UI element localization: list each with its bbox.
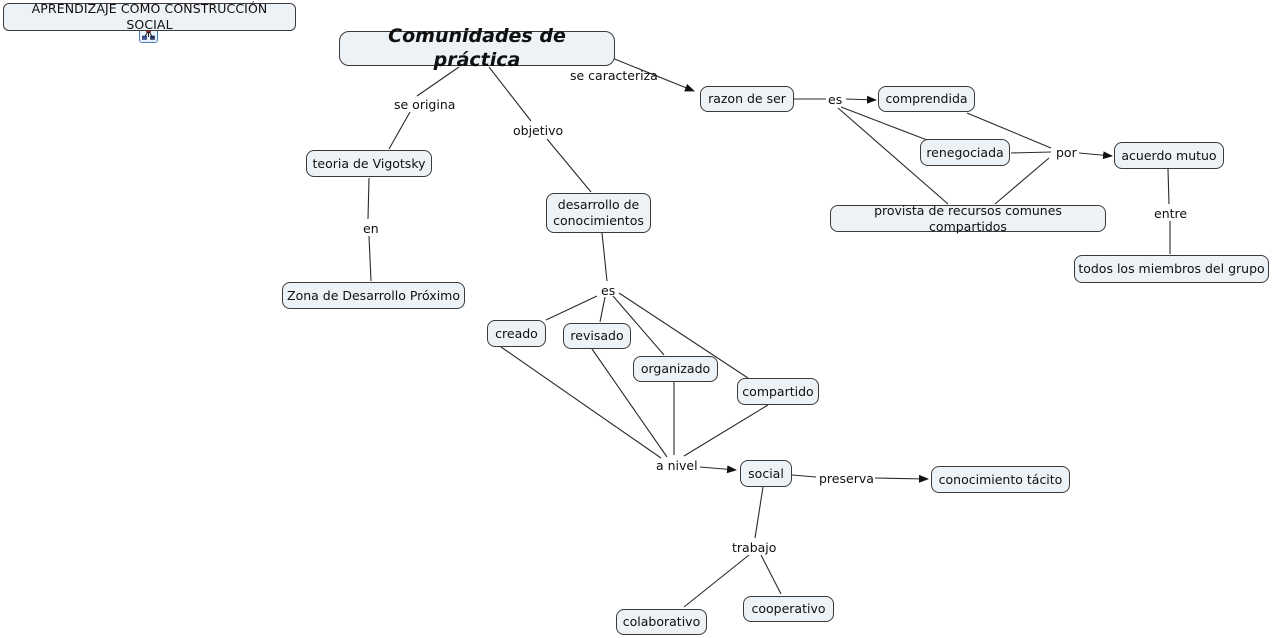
edge-arrow — [874, 474, 929, 483]
concept-creado[interactable]: creado — [487, 320, 546, 347]
edge-arrow — [845, 95, 877, 104]
edge-line — [754, 486, 764, 539]
concept-todos-miembros[interactable]: todos los miembros del grupo — [1074, 255, 1269, 283]
edge-line — [367, 177, 370, 220]
concept-colaborativo[interactable]: colaborativo — [616, 609, 707, 635]
concept-teoria-vigotsky[interactable]: teoria de Vigotsky — [306, 150, 432, 177]
edge-line — [488, 66, 532, 122]
edge-line — [368, 235, 372, 282]
concept-conocimiento-tacito[interactable]: conocimiento tácito — [931, 466, 1070, 493]
concept-social[interactable]: social — [740, 460, 792, 487]
concept-comprendida[interactable]: comprendida — [878, 86, 975, 112]
edge-line — [599, 296, 606, 323]
edge-line — [837, 107, 949, 205]
link-es-center[interactable]: es — [601, 283, 616, 298]
link-se-origina[interactable]: se origina — [394, 97, 456, 112]
edge-line — [388, 111, 411, 150]
concept-aprendizaje[interactable]: APRENDIZAJE COMO CONSTRUCCIÓN SOCIAL — [3, 1, 296, 32]
edge-line — [791, 474, 817, 478]
edge-line — [994, 157, 1050, 205]
link-trabajo[interactable]: trabajo — [732, 540, 777, 555]
concept-acuerdo-mutuo[interactable]: acuerdo mutuo — [1114, 142, 1224, 169]
edge-line — [1010, 151, 1052, 154]
edge-line — [416, 66, 460, 97]
concept-organizado[interactable]: organizado — [633, 356, 718, 382]
link-es-right[interactable]: es — [828, 92, 843, 107]
concept-revisado[interactable]: revisado — [563, 323, 631, 349]
link-entre[interactable]: entre — [1154, 206, 1188, 221]
edge-arrow — [699, 465, 737, 474]
edge-line — [545, 295, 598, 321]
link-preserva[interactable]: preserva — [819, 471, 874, 486]
link-en[interactable]: en — [363, 221, 379, 236]
concept-comunidades[interactable]: Comunidades de práctica — [339, 25, 615, 71]
link-se-caracteriza[interactable]: se caracteriza — [570, 68, 658, 83]
edge-line — [966, 112, 1052, 149]
edge-line — [500, 346, 662, 459]
edge-arrow — [611, 57, 695, 92]
concept-zona-desarrollo[interactable]: Zona de Desarrollo Próximo — [282, 282, 465, 309]
concept-razon-de-ser[interactable]: razon de ser — [700, 86, 794, 112]
edge-line — [683, 554, 750, 608]
concept-desarrollo-conocimientos[interactable]: desarrollo de conocimientos — [546, 193, 651, 233]
edge-line — [618, 292, 749, 379]
link-a-nivel[interactable]: a nivel — [656, 458, 698, 473]
concept-cooperativo[interactable]: cooperativo — [743, 596, 834, 622]
concept-map-icon-glyph — [142, 29, 155, 40]
concept-compartido[interactable]: compartido — [737, 378, 819, 405]
link-objetivo[interactable]: objetivo — [513, 123, 564, 138]
edge-line — [1167, 168, 1170, 205]
edge-line — [546, 138, 592, 193]
edge-line — [601, 232, 608, 282]
edge-line — [840, 106, 928, 141]
edge-line — [760, 554, 782, 595]
concept-renegociada[interactable]: renegociada — [920, 139, 1010, 166]
edge-line — [683, 404, 769, 457]
edge-line — [591, 348, 668, 458]
link-por[interactable]: por — [1056, 145, 1077, 160]
edge-arrow — [1078, 151, 1113, 160]
edge-line — [612, 295, 665, 356]
concept-provista-recursos[interactable]: provista de recursos comunes compartidos — [830, 203, 1106, 234]
